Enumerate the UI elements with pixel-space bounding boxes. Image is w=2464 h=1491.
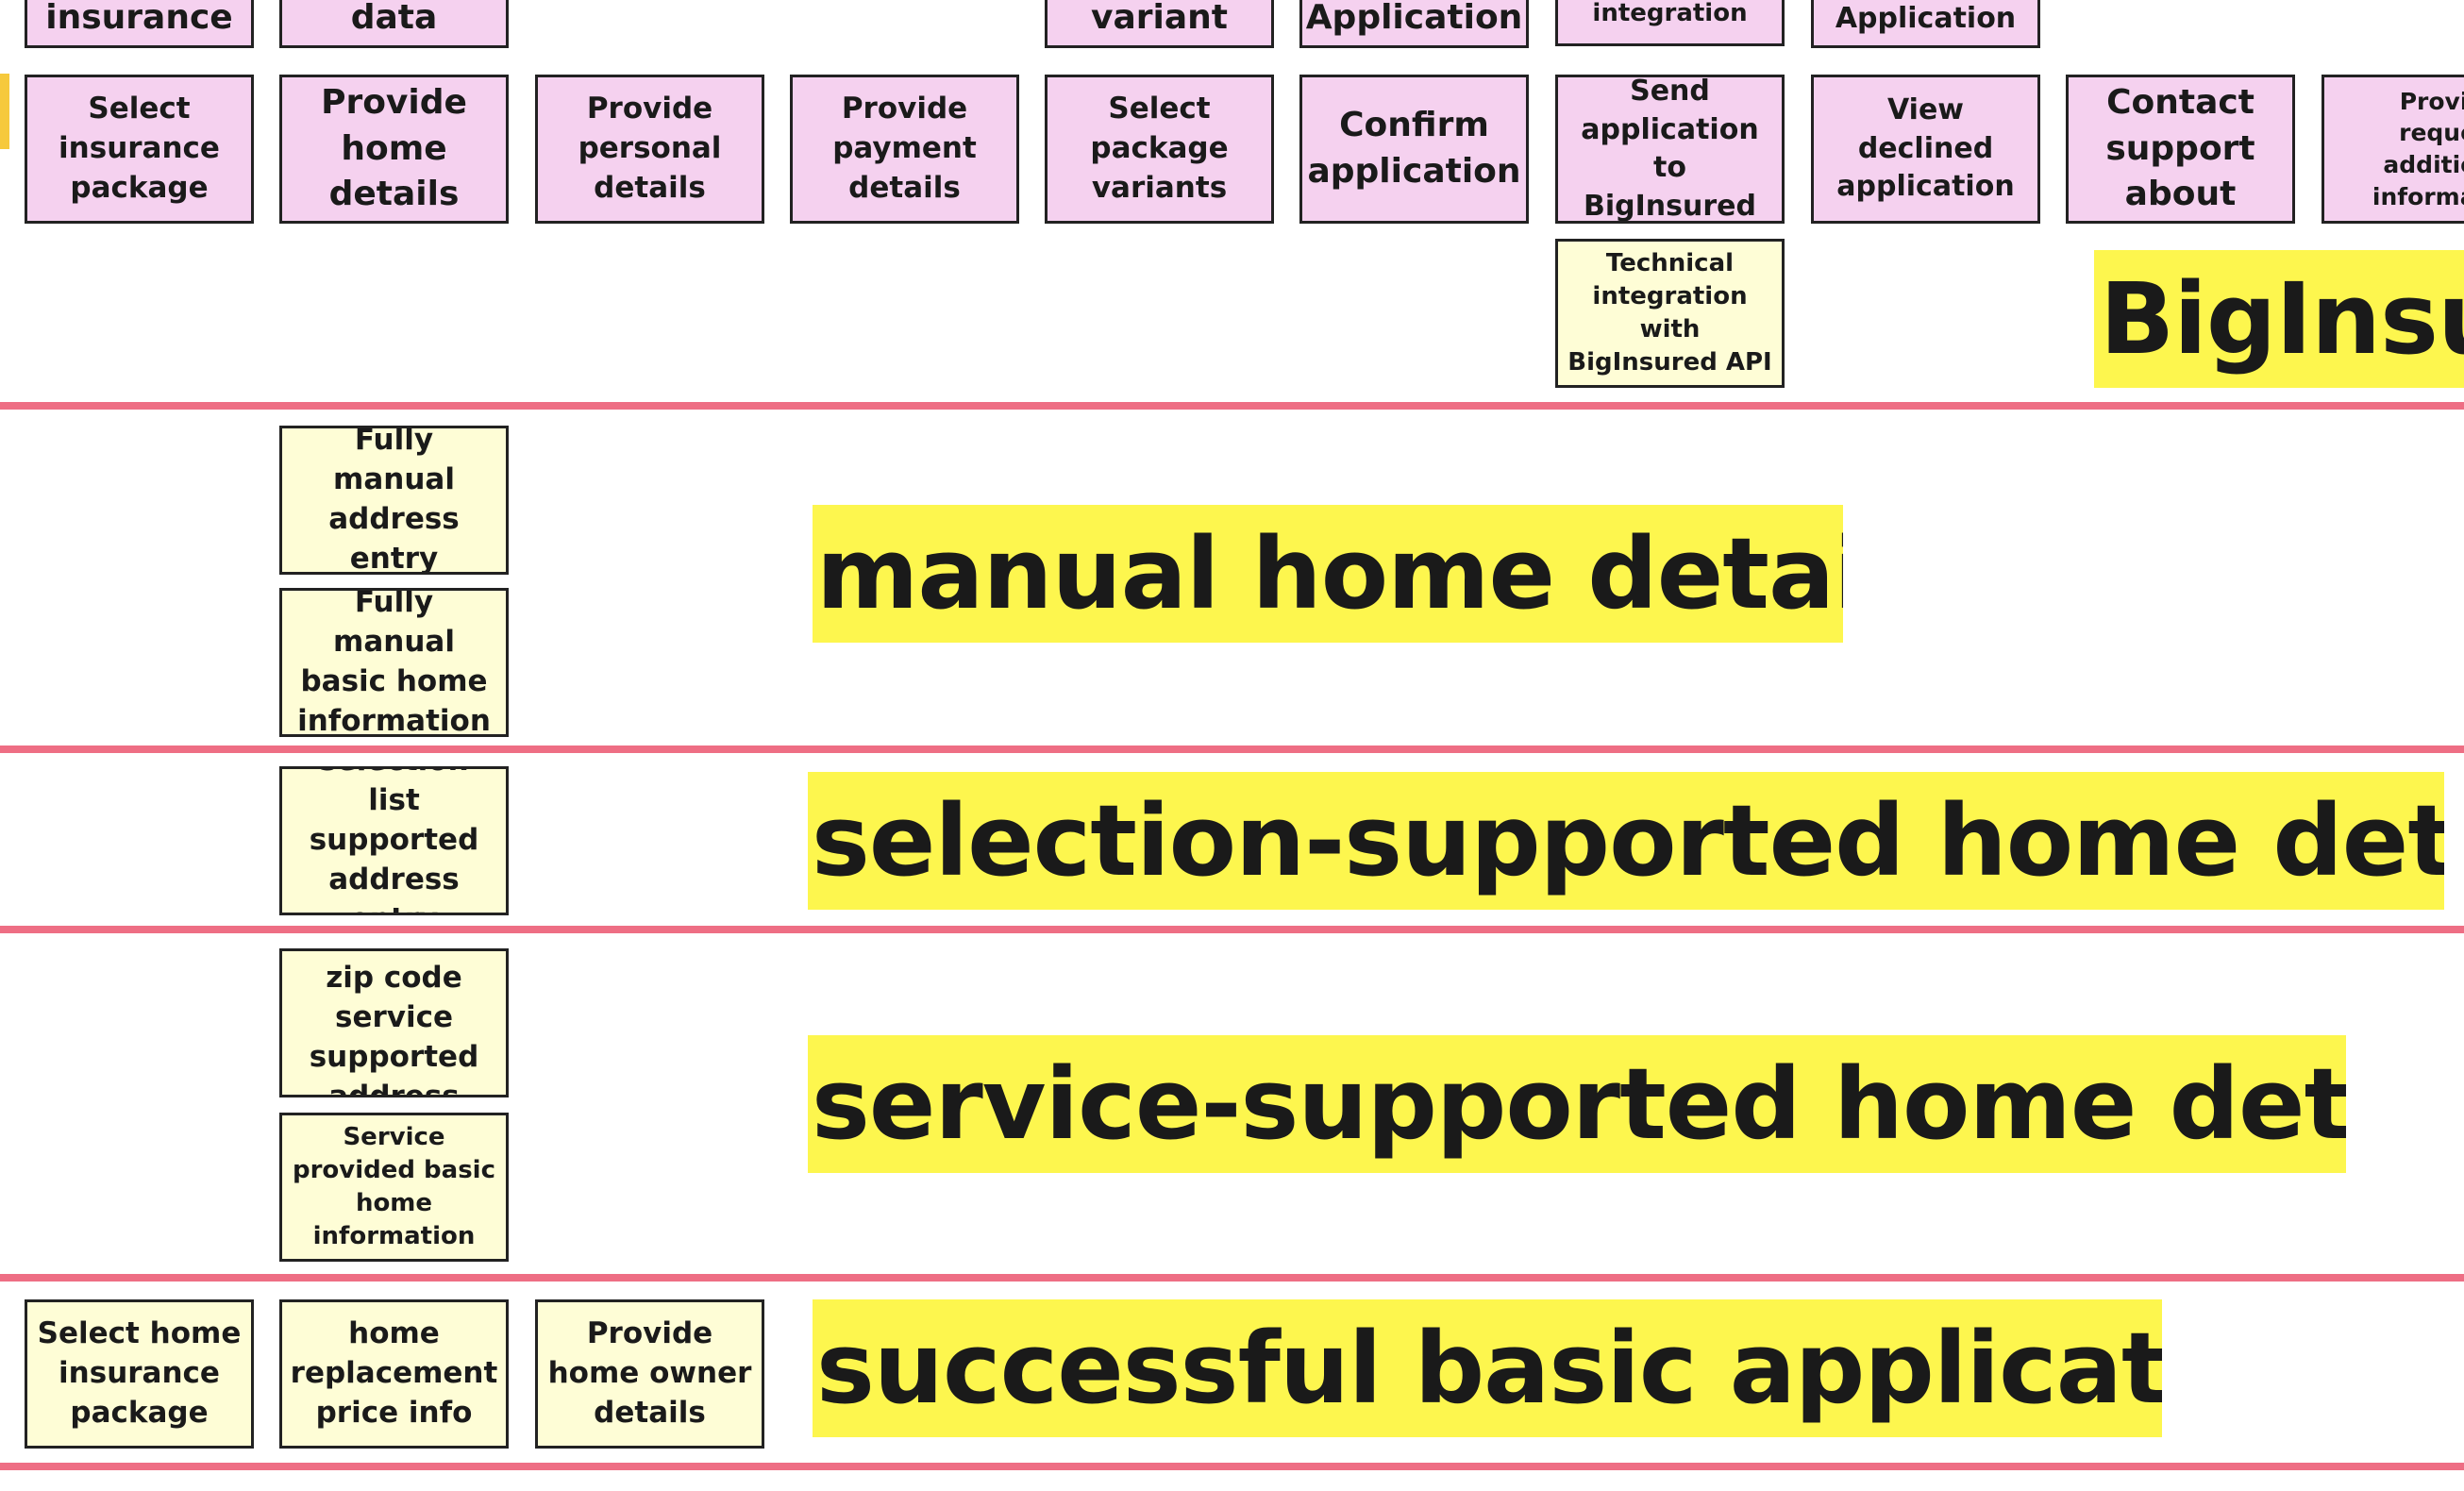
note-service-basic-home-info[interactable]: Service provided basic home information [279,1113,509,1262]
lane-label-manual-home-details: manual home details [813,505,1843,643]
lane-label-successful-basic-application: successful basic application [813,1299,2162,1437]
note-selection-list-address-entry[interactable]: selection list supported address entry [279,766,509,915]
lane-divider-3 [0,926,2464,933]
note-manual-address-entry[interactable]: Fully manual address entry [279,426,509,575]
step-select-insurance-package[interactable]: Select insurance package [25,75,254,224]
lane-divider-2 [0,746,2464,753]
step-contact-support[interactable]: Contact support about [2066,75,2295,224]
note-technical-integration[interactable]: Technical integration with BigInsured AP… [1555,239,1785,388]
step-provide-personal-details[interactable]: Provide personal details [535,75,764,224]
top-note-insurance[interactable]: insurance [25,0,254,48]
lane-label-selection-supported: selection-supported home details [808,772,2444,910]
top-note-application[interactable]: Application [1299,0,1529,48]
lane-divider-5 [0,1463,2464,1470]
note-select-home-insurance-package[interactable]: Select home insurance package [25,1299,254,1449]
note-provide-home-owner-details[interactable]: Provide home owner details [535,1299,764,1449]
top-note-application-2[interactable]: Application [1811,0,2040,48]
step-select-package-variants[interactable]: Select package variants [1045,75,1274,224]
top-note-integration[interactable]: integration [1555,0,1785,46]
lane-divider-1 [0,402,2464,410]
step-provide-payment-details[interactable]: Provide payment details [790,75,1019,224]
step-provide-requested-info[interactable]: Provide request additional information [2322,75,2464,224]
lane-label-biginsured: BigInsured [2094,250,2464,388]
offscreen-note-edge [0,74,9,149]
note-manual-basic-home-info[interactable]: Fully manual basic home information [279,588,509,737]
step-send-application[interactable]: Send application to BigInsured [1555,75,1785,224]
top-note-variant[interactable]: variant [1045,0,1274,48]
note-home-replacement-price[interactable]: home replacement price info [279,1299,509,1449]
step-provide-home-details[interactable]: Provide home details [279,75,509,224]
lane-divider-4 [0,1274,2464,1282]
note-zip-code-service-address[interactable]: zip code service supported address entry [279,948,509,1097]
top-note-data[interactable]: data [279,0,509,48]
lane-label-service-supported: service-supported home details [808,1035,2346,1173]
step-view-declined-application[interactable]: View declined application [1811,75,2040,224]
step-confirm-application[interactable]: Confirm application [1299,75,1529,224]
